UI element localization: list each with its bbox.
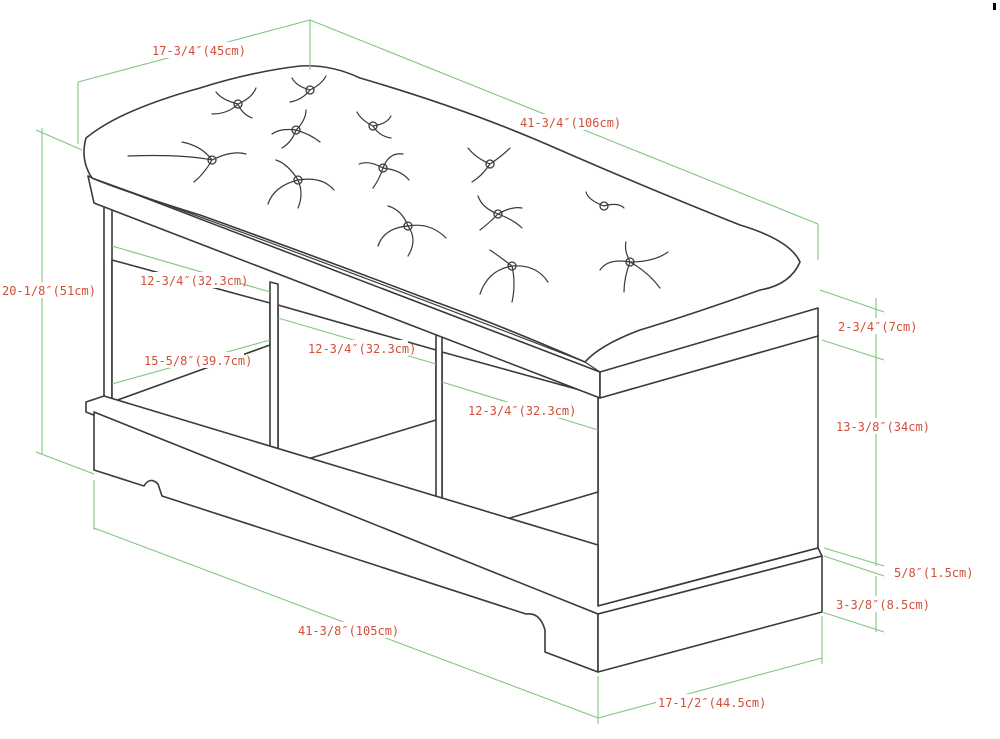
label-cubby-right-width: 12-3/4″(32.3cm) — [468, 404, 576, 418]
label-cubby-left-width: 12-3/4″(32.3cm) — [140, 274, 248, 288]
label-base-width: 41-3/8″(105cm) — [298, 624, 399, 638]
top-board-right-edge — [599, 307, 819, 399]
cubby-back-middle — [277, 304, 437, 469]
base-plinth-front — [93, 411, 599, 673]
corner-mark — [993, 3, 996, 10]
label-shelf-thickness: 5/8″(1.5cm) — [894, 566, 973, 580]
cushion-seam — [91, 177, 601, 373]
label-top-depth: 17-3/4″(45cm) — [152, 44, 246, 58]
label-top-width: 41-3/4″(106cm) — [520, 116, 621, 130]
seat-cushion — [83, 64, 801, 363]
label-base-depth: 17-1/2″(44.5cm) — [658, 696, 766, 710]
label-side-height: 13-3/8″(34cm) — [836, 420, 930, 434]
label-cubby-height: 15-5/8″(39.7cm) — [144, 354, 252, 368]
label-cushion-height: 2-3/4″(7cm) — [838, 320, 917, 334]
left-front-post — [103, 202, 113, 403]
dimension-labels: 17-3/4″(45cm) 41-3/4″(106cm) 20-1/8″(51c… — [0, 42, 973, 710]
label-overall-height: 20-1/8″(51cm) — [2, 284, 96, 298]
label-base-height: 3-3/8″(8.5cm) — [836, 598, 930, 612]
label-cubby-middle-width: 12-3/4″(32.3cm) — [308, 342, 416, 356]
divider-left — [269, 281, 279, 471]
bench-body — [83, 64, 823, 673]
tufting-folds — [127, 75, 669, 303]
